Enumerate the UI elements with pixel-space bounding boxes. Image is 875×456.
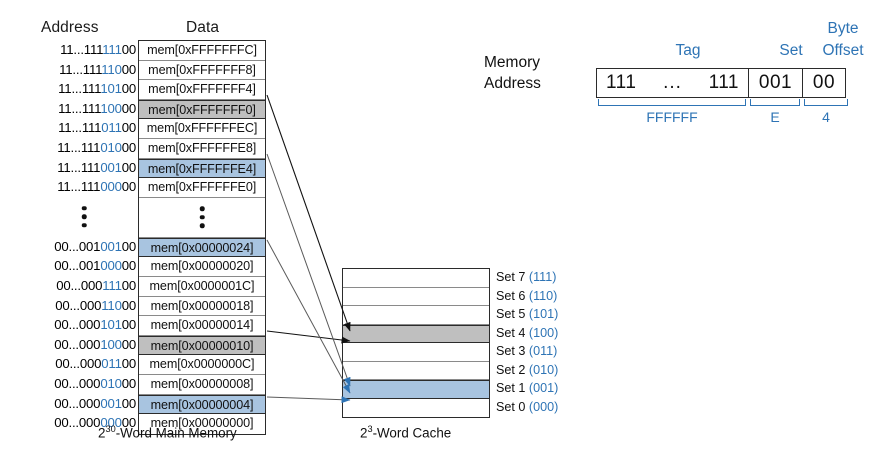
cache-set-row <box>343 361 489 380</box>
address-ellipsis <box>32 197 136 237</box>
tag-hex-value: FFFFFF <box>646 109 698 125</box>
byte-field-label: Byte <box>827 20 859 37</box>
memory-data-row: mem[0xFFFFFFF4] <box>139 80 265 100</box>
cache-caption-exponent: 3 <box>367 424 373 434</box>
memory-data-row: mem[0x00000010] <box>139 335 265 356</box>
memory-ellipsis-row <box>139 197 265 238</box>
memory-address-label-row: 00...00010000 <box>54 336 136 352</box>
tag-bits-left: 111 <box>606 72 637 93</box>
memory-address-label-row: 11...11100100 <box>57 159 136 175</box>
cache-set-label: Set 2 (010) <box>496 362 559 377</box>
set-field-label: Set <box>779 42 803 59</box>
memory-address-label-row: 00...00010100 <box>54 317 136 333</box>
memory-data-row: mem[0x00000000] <box>139 414 265 434</box>
offset-bracket <box>804 99 848 106</box>
memory-address-label-row: 00...00000100 <box>54 395 136 411</box>
cache-set-label: Set 7 (111) <box>496 270 557 284</box>
tag-bracket <box>598 99 746 106</box>
cache-set-row <box>343 398 489 417</box>
vertical-dots-icon <box>199 206 205 228</box>
memory-address-label-row: 11...11101100 <box>58 120 136 136</box>
memory-data-row: mem[0x00000014] <box>139 316 265 336</box>
cache-set-label: Set 6 (110) <box>496 288 558 303</box>
memory-data-row: mem[0xFFFFFFF8] <box>139 60 265 81</box>
vertical-dots-icon <box>81 206 87 228</box>
memory-caption-base: 2 <box>98 425 106 441</box>
cache-set-label: Set 0 (000) <box>496 399 559 414</box>
memory-caption-exponent: 30 <box>105 424 116 434</box>
address-offset-field: 00 <box>812 72 836 93</box>
address-field-labels: Tag Set Byte Offset <box>596 16 875 66</box>
address-column-header: Address <box>41 19 99 36</box>
memory-data-row: mem[0xFFFFFFF0] <box>139 99 265 120</box>
cache-set-row <box>343 306 489 325</box>
memory-data-row: mem[0x00000024] <box>139 237 265 258</box>
address-column: 11...11111100 11...11111000 11...11110100 1… <box>32 40 136 433</box>
cache-set-row <box>343 269 489 288</box>
address-set-field: 001 <box>749 69 803 97</box>
memory-address-label-row: 00...00000000 <box>54 415 136 431</box>
set-hex-value: E <box>770 109 780 125</box>
memory-address-label-row: 11...11100000 <box>57 179 136 195</box>
data-column-header: Data <box>186 19 220 36</box>
memory-address-label-row: 00...00100000 <box>54 258 136 274</box>
cache-set-row <box>343 343 489 362</box>
memory-address-label-row: 11...11111100 <box>60 42 136 57</box>
memory-address-label: Memory Address <box>484 52 541 94</box>
memory-data-row: mem[0xFFFFFFE0] <box>139 178 265 198</box>
cache-caption: 23-Word Cache <box>360 424 451 440</box>
memory-address-label-line2: Address <box>484 75 541 92</box>
memory-address-label-line1: Memory <box>484 54 540 71</box>
memory-data-row: mem[0x0000001C] <box>139 276 265 297</box>
memory-address-box: 111 ... 111 001 00 <box>596 68 846 98</box>
memory-address-label-row: 00...00001100 <box>55 356 136 372</box>
offset-hex-value: 4 <box>822 109 830 125</box>
memory-address-label-row: 00...00001000 <box>54 375 136 391</box>
cache-set-row <box>343 380 489 399</box>
memory-address-label-row: 11...11110000 <box>58 100 136 116</box>
memory-caption-text: -Word Main Memory <box>115 425 237 441</box>
memory-data-row: mem[0xFFFFFFEC] <box>139 119 265 139</box>
cache-set-row <box>343 287 489 306</box>
memory-table: mem[0xFFFFFFFC]mem[0xFFFFFFF8]mem[0xFFFF… <box>138 40 266 435</box>
offset-field-label: Offset <box>822 42 864 59</box>
memory-data-row: mem[0xFFFFFFE4] <box>139 158 265 179</box>
memory-data-row: mem[0xFFFFFFFC] <box>139 41 265 61</box>
tag-bits-right: 111 <box>708 72 739 93</box>
memory-address-label-row: 00...00011000 <box>55 297 136 313</box>
memory-data-row: mem[0x0000000C] <box>139 355 265 375</box>
address-tag-field: 111 ... 111 <box>597 69 749 97</box>
memory-data-row: mem[0x00000020] <box>139 257 265 277</box>
cache-table <box>342 268 490 418</box>
cache-set-label: Set 5 (101) <box>496 307 559 321</box>
cache-set-row <box>343 324 489 343</box>
cache-caption-text: -Word Cache <box>372 425 452 441</box>
memory-data-row: mem[0x00000018] <box>139 296 265 317</box>
cache-set-label: Set 3 (011) <box>496 344 558 358</box>
memory-data-row: mem[0xFFFFFFE8] <box>139 138 265 159</box>
memory-address-label-row: 00...00011100 <box>56 277 136 293</box>
cache-set-label: Set 1 (001) <box>496 381 559 395</box>
cache-set-labels: Set 7 (111) Set 6 (110) Set 5 (101) Set 4 (… <box>496 268 616 416</box>
memory-address-label-row: 11...11101000 <box>57 139 136 155</box>
tag-field-label: Tag <box>675 42 701 59</box>
memory-data-row: mem[0x00000008] <box>139 374 265 395</box>
memory-data-row: mem[0x00000004] <box>139 394 265 415</box>
tag-bits-dots: ... <box>663 72 682 93</box>
main-memory-caption: 230-Word Main Memory <box>98 424 237 440</box>
cache-set-label: Set 4 (100) <box>496 325 559 340</box>
memory-address-label-row: 11...11110100 <box>58 81 136 97</box>
address-hex-brackets: FFFFFF E 4 <box>596 99 856 139</box>
set-bracket <box>750 99 800 106</box>
cache-caption-base: 2 <box>360 425 368 441</box>
memory-address-label-row: 00...00100100 <box>54 238 136 254</box>
memory-address-label-row: 11...11111000 <box>59 61 136 77</box>
